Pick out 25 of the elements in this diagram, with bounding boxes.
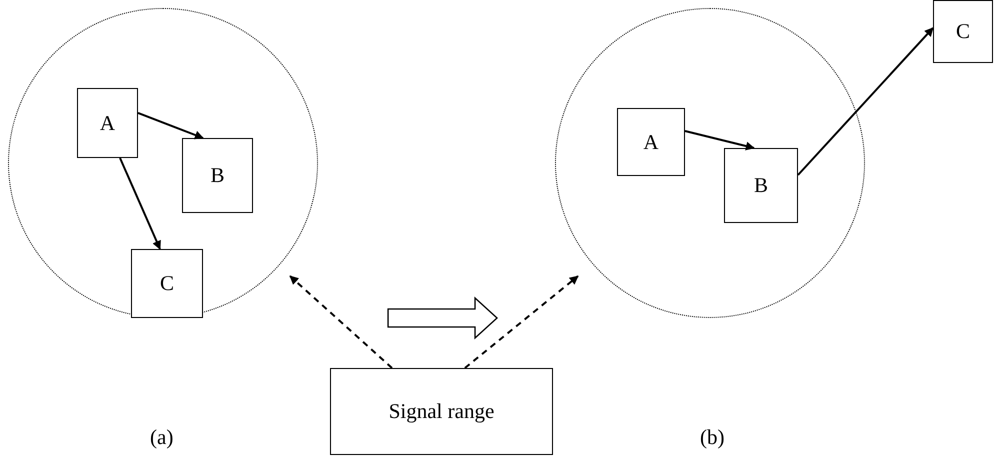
node-label: Signal range — [388, 399, 494, 424]
node-label: B — [754, 173, 768, 198]
dashed-arrow — [464, 275, 579, 369]
node-box — [617, 108, 685, 176]
node-box — [330, 368, 553, 455]
arrow — [119, 158, 161, 250]
node-box — [724, 148, 798, 223]
range-circle — [8, 8, 318, 318]
panel-caption: (b) — [700, 425, 724, 450]
node-label: C — [956, 19, 970, 44]
range-circle — [555, 8, 865, 318]
node-label: A — [100, 110, 116, 136]
dashed-arrow — [289, 275, 393, 369]
node-label: B — [210, 163, 224, 188]
panel-caption: (a) — [150, 425, 174, 450]
arrow — [684, 130, 755, 150]
node-label: C — [160, 271, 174, 296]
arrow — [138, 112, 204, 140]
node-label: A — [643, 130, 659, 154]
node-box — [131, 249, 203, 318]
arrow — [797, 27, 934, 176]
block-arrow — [387, 296, 498, 340]
node-box — [182, 138, 253, 213]
node-box — [77, 88, 138, 158]
node-box — [933, 0, 993, 63]
